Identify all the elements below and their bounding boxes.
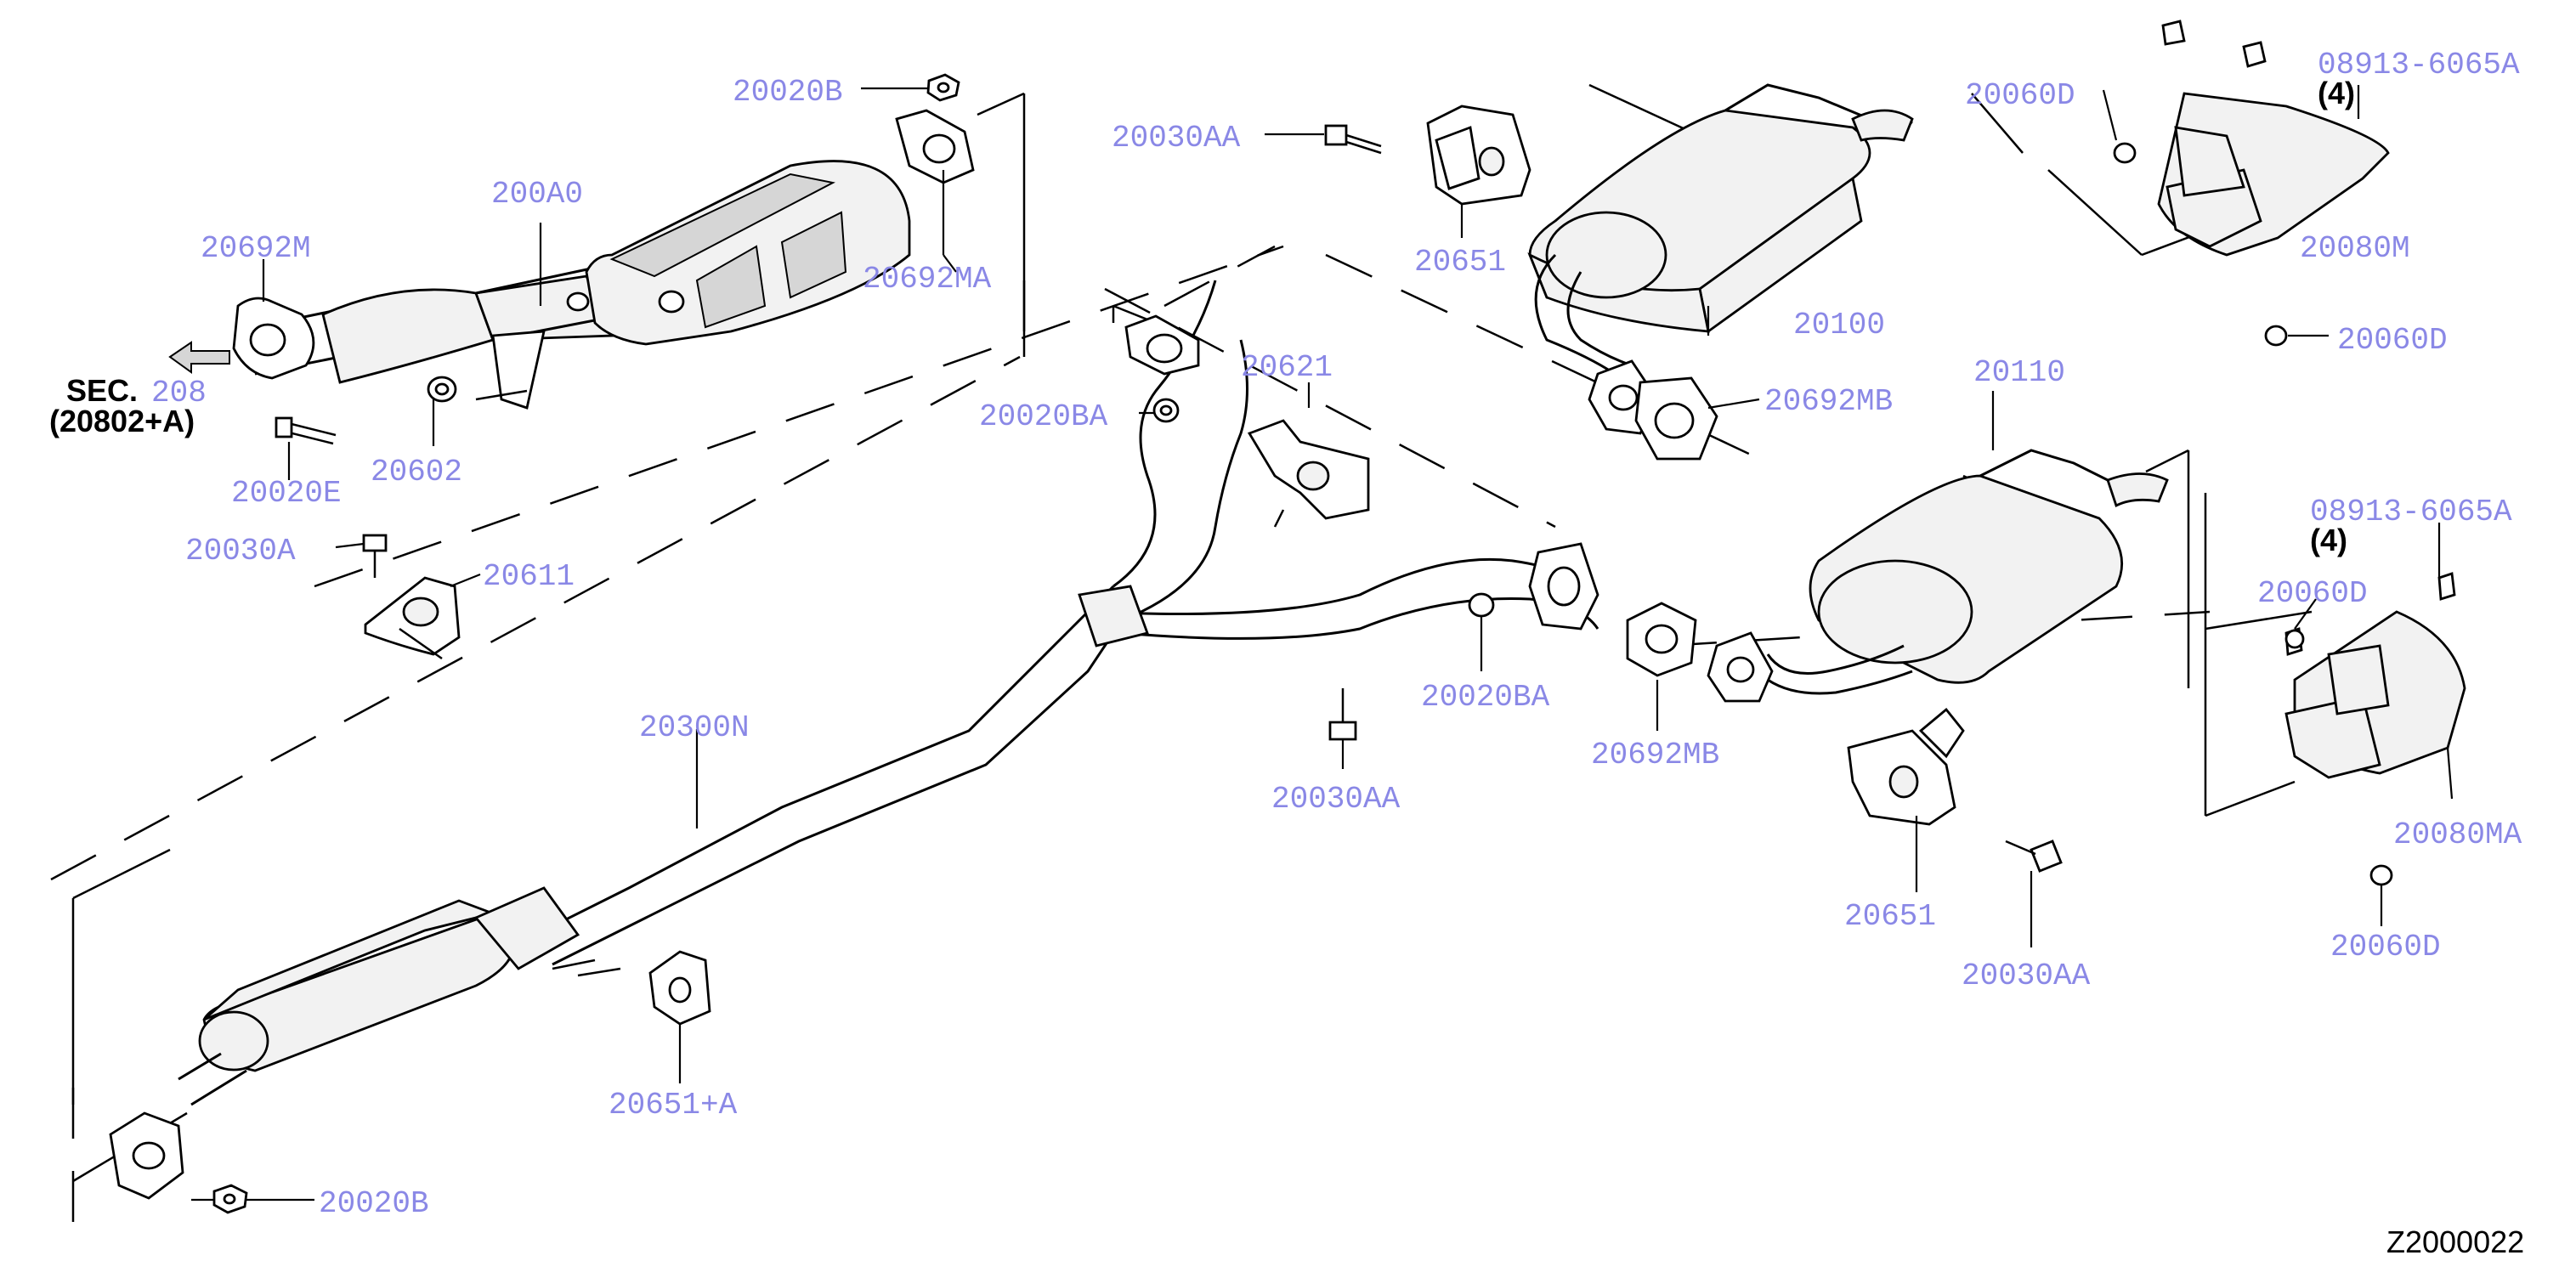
section-ref-prefix: SEC. [66, 373, 138, 408]
label-20020b-low[interactable]: 20020B [319, 1186, 429, 1221]
bracket-20651-top[interactable] [1426, 105, 1531, 206]
gasket-20692ma[interactable] [895, 109, 975, 184]
nut-20020b-top[interactable] [926, 73, 960, 102]
nut-20602[interactable] [427, 376, 457, 403]
label-20621[interactable]: 20621 [1241, 350, 1333, 385]
heat-shield-20080m[interactable] [2157, 41, 2390, 257]
bracket-20651-low[interactable] [1847, 708, 1965, 826]
label-20020ba-mid[interactable]: 20020BA [1421, 680, 1550, 715]
front-catalytic-converter[interactable] [254, 160, 911, 410]
gasket-20692m[interactable] [232, 297, 315, 380]
stud-20020e[interactable] [275, 416, 337, 445]
clip-20060d-right[interactable] [2284, 629, 2305, 649]
label-20030a[interactable]: 20030A [185, 534, 296, 568]
label-20100[interactable]: 20100 [1793, 308, 1885, 342]
label-20060d-top[interactable]: 20060D [1965, 78, 2075, 113]
label-20060d-mid[interactable]: 20060D [2337, 323, 2448, 358]
clip-20060d-top[interactable] [2113, 142, 2137, 164]
heat-shield-20080ma[interactable] [2284, 572, 2466, 779]
label-08913-top[interactable]: 08913-6065A [2318, 48, 2520, 82]
clip-20060d-low[interactable] [2369, 864, 2393, 886]
label-20030aa-top[interactable]: 20030AA [1112, 121, 1241, 156]
label-20651-top[interactable]: 20651 [1414, 245, 1506, 280]
label-20080m[interactable]: 20080M [2300, 231, 2410, 266]
bolt-20030a[interactable] [362, 534, 388, 578]
label-20030aa-mid[interactable]: 20030AA [1271, 782, 1401, 817]
diagram-code: Z2000022 [2386, 1224, 2524, 1259]
nut-20020b-low[interactable] [212, 1184, 248, 1214]
nut-20020ba-top[interactable] [1152, 398, 1180, 423]
label-08913-right[interactable]: 08913-6065A [2310, 495, 2512, 529]
main-muffler-20100[interactable] [1527, 83, 1914, 435]
rubber-mount-20651a[interactable] [648, 950, 711, 1026]
label-20080ma[interactable]: 20080MA [2393, 817, 2522, 852]
bracket-20621[interactable] [1247, 419, 1370, 528]
label-20110[interactable]: 20110 [1973, 355, 2065, 390]
bolt-20030aa-top[interactable] [1324, 124, 1382, 155]
label-20692mb-top[interactable]: 20692MB [1764, 384, 1893, 419]
bolt-20030aa-mid[interactable] [1328, 688, 1357, 741]
label-qty-right: (4) [2310, 523, 2347, 557]
label-200a0[interactable]: 200A0 [491, 177, 583, 212]
label-20060d-low[interactable]: 20060D [2330, 930, 2441, 964]
label-20300n[interactable]: 20300N [639, 710, 750, 745]
part-labels: 20020B 200A0 20692M 20692MA SEC. 208 (20… [49, 48, 2524, 1259]
label-20692ma[interactable]: 20692MA [863, 262, 992, 297]
label-20602[interactable]: 20602 [371, 455, 462, 489]
sub-muffler-20110[interactable] [1707, 449, 2169, 703]
label-20020ba-top[interactable]: 20020BA [979, 399, 1108, 434]
leader-lines [191, 85, 2454, 1202]
gasket-20692mb-top[interactable] [1634, 376, 1718, 461]
label-20060d-right[interactable]: 20060D [2257, 576, 2368, 611]
label-20651a[interactable]: 20651+A [609, 1088, 738, 1122]
label-20651-low[interactable]: 20651 [1844, 899, 1936, 934]
label-20020e[interactable]: 20020E [231, 476, 342, 511]
label-20692m[interactable]: 20692M [201, 231, 311, 266]
section-ref-number[interactable]: 208 [151, 376, 207, 410]
clip-08913-top[interactable] [2161, 20, 2186, 46]
pre-muffler[interactable] [109, 886, 621, 1200]
clip-20060d-mid[interactable] [2264, 325, 2288, 347]
label-20020b-top[interactable]: 20020B [733, 75, 843, 110]
center-pipe-20300n[interactable] [535, 280, 1599, 966]
nut-20020ba-mid[interactable] [1468, 592, 1495, 618]
label-20030aa-low[interactable]: 20030AA [1962, 958, 2091, 993]
label-20611[interactable]: 20611 [483, 559, 575, 594]
gasket-20692mb-low[interactable] [1626, 602, 1697, 677]
label-20692mb-low[interactable]: 20692MB [1591, 738, 1719, 772]
bracket-20611[interactable] [364, 576, 461, 660]
label-qty-top: (4) [2318, 76, 2355, 110]
bolt-20030aa-low[interactable] [2005, 840, 2063, 873]
sec-208-arrow [168, 341, 230, 374]
section-ref-sub: (20802+A) [49, 404, 195, 438]
